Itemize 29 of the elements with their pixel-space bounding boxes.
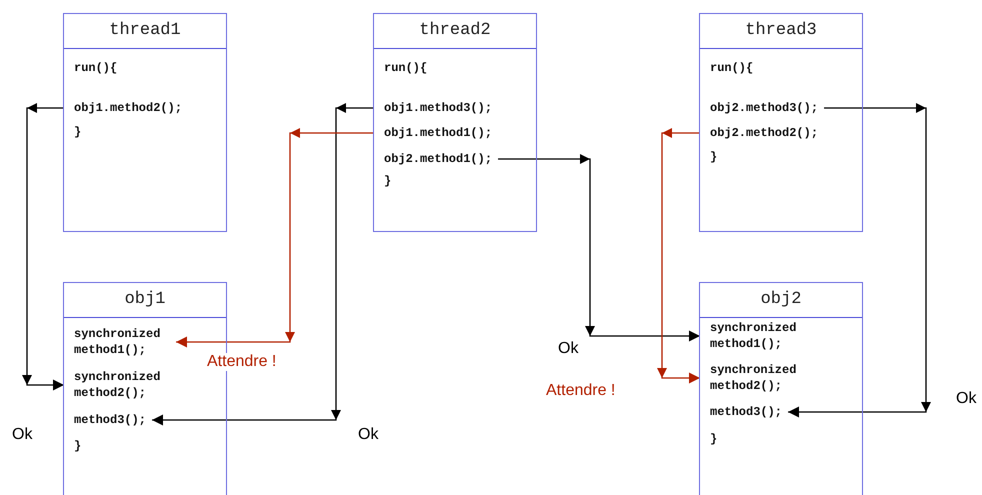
code-line: run(){ [74, 60, 118, 76]
code-line: obj2.method2(); [700, 125, 824, 141]
code-line: synchronized method2(); [64, 369, 176, 401]
class-box [373, 13, 537, 232]
class-name: thread1 [64, 14, 226, 49]
code-line: obj1.method1(); [374, 125, 498, 141]
class-box [699, 282, 863, 495]
code-line: } [710, 149, 718, 165]
code-line: } [74, 438, 82, 454]
class-name: thread2 [374, 14, 536, 49]
code-line: obj1.method3(); [374, 100, 498, 116]
code-line: obj2.method1(); [374, 151, 498, 167]
class-name: thread3 [700, 14, 862, 49]
code-line: synchronized method1(); [64, 326, 176, 358]
code-line: } [74, 124, 82, 140]
code-line: method3(); [700, 404, 788, 420]
class-box [699, 13, 863, 232]
code-line: synchronized method1(); [700, 320, 812, 352]
code-line: obj1.method2(); [64, 100, 188, 116]
class-name: obj1 [64, 283, 226, 318]
code-line: } [384, 173, 392, 189]
code-line: run(){ [384, 60, 428, 76]
code-line: } [710, 431, 718, 447]
code-line: method3(); [64, 412, 152, 428]
code-line: synchronized method2(); [700, 362, 812, 394]
class-box [63, 13, 227, 232]
code-line: obj2.method3(); [700, 100, 824, 116]
class-name: obj2 [700, 283, 862, 318]
code-line: run(){ [710, 60, 754, 76]
